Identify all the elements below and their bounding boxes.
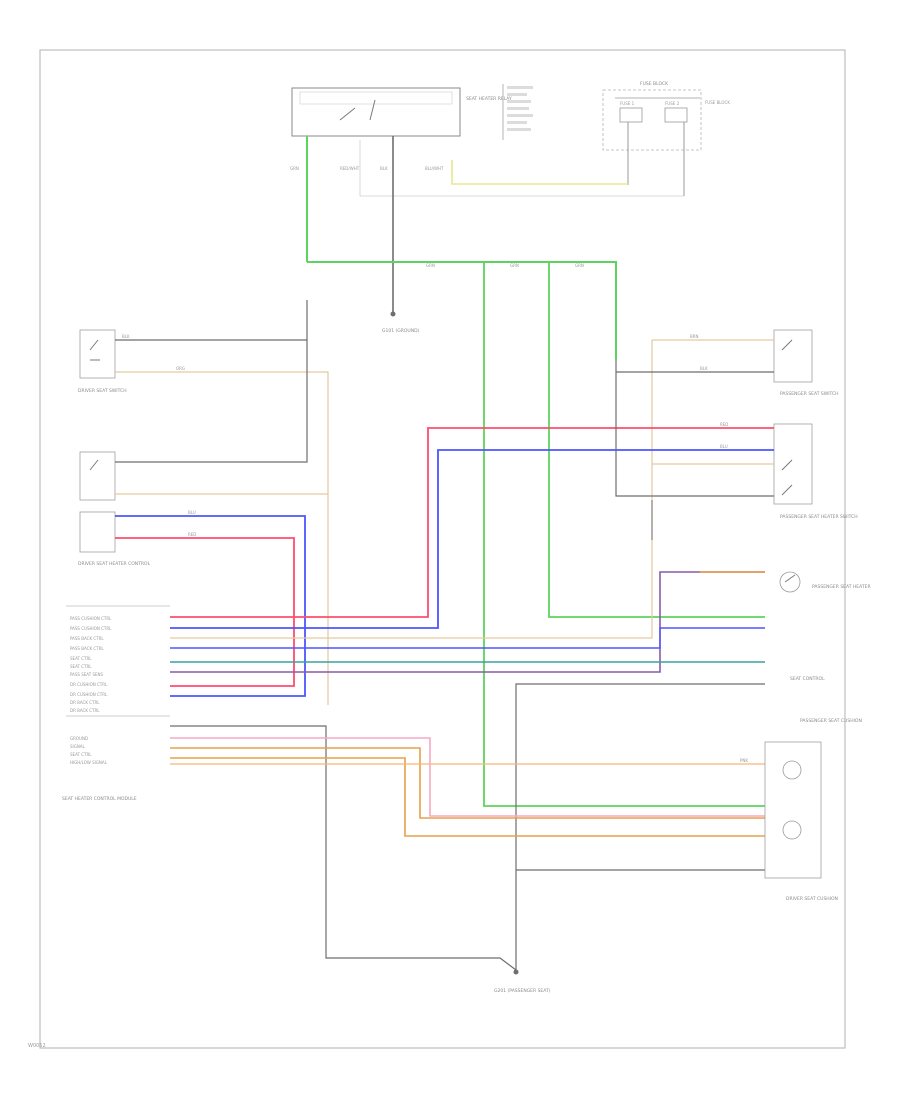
wire-orange-lower-1 — [170, 747, 765, 819]
wire-tag-blu: BLU — [188, 510, 196, 515]
wire-tag-org: ORG — [176, 366, 185, 371]
wire-orange-lower-2 — [170, 757, 765, 837]
wire-tag-grn-3: GRN — [510, 263, 519, 268]
wire-red-left — [115, 537, 295, 687]
relay-legend — [502, 84, 533, 140]
control-module: SEAT HEATER CONTROL MODULE — [62, 605, 170, 802]
wire-lower-blk — [170, 725, 517, 971]
pin-label-11: DR BACK CTRL — [70, 708, 100, 713]
module-pin-labels: PASS CUSHION CTRL PASS CUSHION CTRL PASS… — [70, 616, 112, 765]
fuse-block-note: FUSE BLOCK — [705, 100, 730, 105]
wire-tag-grn-4: GRN — [575, 263, 584, 268]
driver-seat-heater-label: DRIVER SEAT HEATER CONTROL — [78, 561, 151, 567]
pin-lower-3: SEAT CTRL — [70, 752, 92, 757]
ground-upper-label: G101 (GROUND) — [382, 328, 420, 334]
wire-tag-blk-2: BLK — [122, 334, 130, 339]
wire-blue-right — [170, 449, 774, 629]
pass-seat-heater-label: PASSENGER SEAT HEATER — [812, 584, 871, 590]
driver-seat-cushion: PASSENGER SEAT CUSHION DRIVER SEAT CUSHI… — [764, 718, 862, 902]
seat-control-label: SEAT CONTROL — [790, 676, 825, 682]
driver-seat-heater: DRIVER SEAT HEATER CONTROL — [78, 451, 151, 567]
wire-tag-pnk: PNK — [740, 758, 748, 763]
wire-tag-blu-2: BLU — [720, 444, 728, 449]
wire-tag-blk-3: BLK — [700, 366, 708, 371]
wire-blue-left — [115, 515, 306, 697]
wire-yellow-top — [451, 160, 628, 185]
wire-green-drop-1 — [483, 262, 765, 807]
pin-label-5: SEAT CTRL — [70, 656, 92, 661]
wire-green-bus — [307, 261, 617, 360]
pin-lower-4: HIGH/LOW SIGNAL — [70, 760, 108, 765]
pass-seat-switch: PASSENGER SEAT SWITCH — [773, 329, 839, 397]
wire-driver-switch-tan — [115, 371, 329, 705]
wire-relay-bracket — [359, 140, 684, 197]
pass-seat-heater: PASSENGER SEAT HEATER — [779, 571, 871, 593]
pin-label-6: SEAT CTRL — [70, 664, 92, 669]
wire-tag-blk: BLK — [380, 166, 388, 171]
wire-pass-switch-tan — [651, 339, 774, 620]
wire-tag-brn: BRN — [690, 334, 699, 339]
pass-cushion-label: PASSENGER SEAT CUSHION — [800, 718, 862, 724]
wire-seat-control-blk — [515, 683, 765, 970]
pin-label-7: PASS SEAT SENS — [70, 672, 104, 677]
fuse-right-label: FUSE 2 — [665, 101, 680, 106]
wire-green-drop-2 — [548, 262, 765, 618]
wire-tan-mid — [170, 620, 653, 639]
relay-label: SEAT HEATER RELAY — [466, 96, 512, 102]
pin-label-8: DR CUSHION CTRL — [70, 682, 108, 687]
fuse-left-label: FUSE 1 — [620, 101, 635, 106]
ground-lower-label: G201 (PASSENGER SEAT) — [494, 988, 551, 994]
pass-heater-switch-label: PASSENGER SEAT HEATER SWITCH — [780, 514, 858, 520]
wire-driver-heater-blk — [115, 340, 308, 463]
pin-label-9: DR CUSHION CTRL — [70, 692, 108, 697]
figure-code: W0052 — [28, 1043, 46, 1049]
wire-red-right — [170, 427, 774, 618]
wire-blue-mid — [170, 627, 765, 649]
wire-purple-right — [170, 571, 765, 673]
driver-seat-switch: DRIVER SEAT SWITCH — [78, 329, 127, 394]
driver-cushion-label: DRIVER SEAT CUSHION — [786, 896, 838, 902]
wire-tag-red-wht: RED/WHT — [340, 166, 360, 171]
pin-lower-1: GROUND — [70, 736, 88, 741]
wire-pink-lower — [170, 737, 765, 817]
seat-heater-relay: SEAT HEATER RELAY — [291, 87, 512, 137]
driver-seat-switch-label: DRIVER SEAT SWITCH — [78, 388, 127, 394]
pin-label-1: PASS CUSHION CTRL — [70, 616, 112, 621]
wire-tag-red: RED — [188, 532, 196, 537]
fuse-block: FUSE BLOCK FUSE 1 FUSE 2 FUSE BLOCK — [602, 81, 730, 151]
pass-seat-switch-label: PASSENGER SEAT SWITCH — [780, 391, 839, 397]
wire-tag-grn: GRN — [290, 166, 299, 171]
ground-lower: G201 (PASSENGER SEAT) — [494, 969, 551, 994]
pin-label-2: PASS CUSHION CTRL — [70, 626, 112, 631]
pin-label-10: DR BACK CTRL — [70, 700, 100, 705]
pin-lower-2: SIGNAL — [70, 744, 86, 749]
wire-pass-heater-blk — [615, 360, 774, 497]
wire-tag-red-2: RED — [720, 422, 728, 427]
fuse-block-label: FUSE BLOCK — [640, 81, 669, 87]
diagram-border — [39, 49, 846, 1049]
wire-tag-grn-2: GRN — [426, 263, 435, 268]
wire-driver-switch-blk — [115, 300, 308, 341]
control-module-label: SEAT HEATER CONTROL MODULE — [62, 796, 137, 802]
wire-tag-blu-wht: BLU/WHT — [425, 166, 444, 171]
pin-label-3: PASS BACK CTRL — [70, 636, 104, 641]
ground-upper: G101 (GROUND) — [382, 311, 420, 334]
pin-label-4: PASS BACK CTRL — [70, 646, 104, 651]
